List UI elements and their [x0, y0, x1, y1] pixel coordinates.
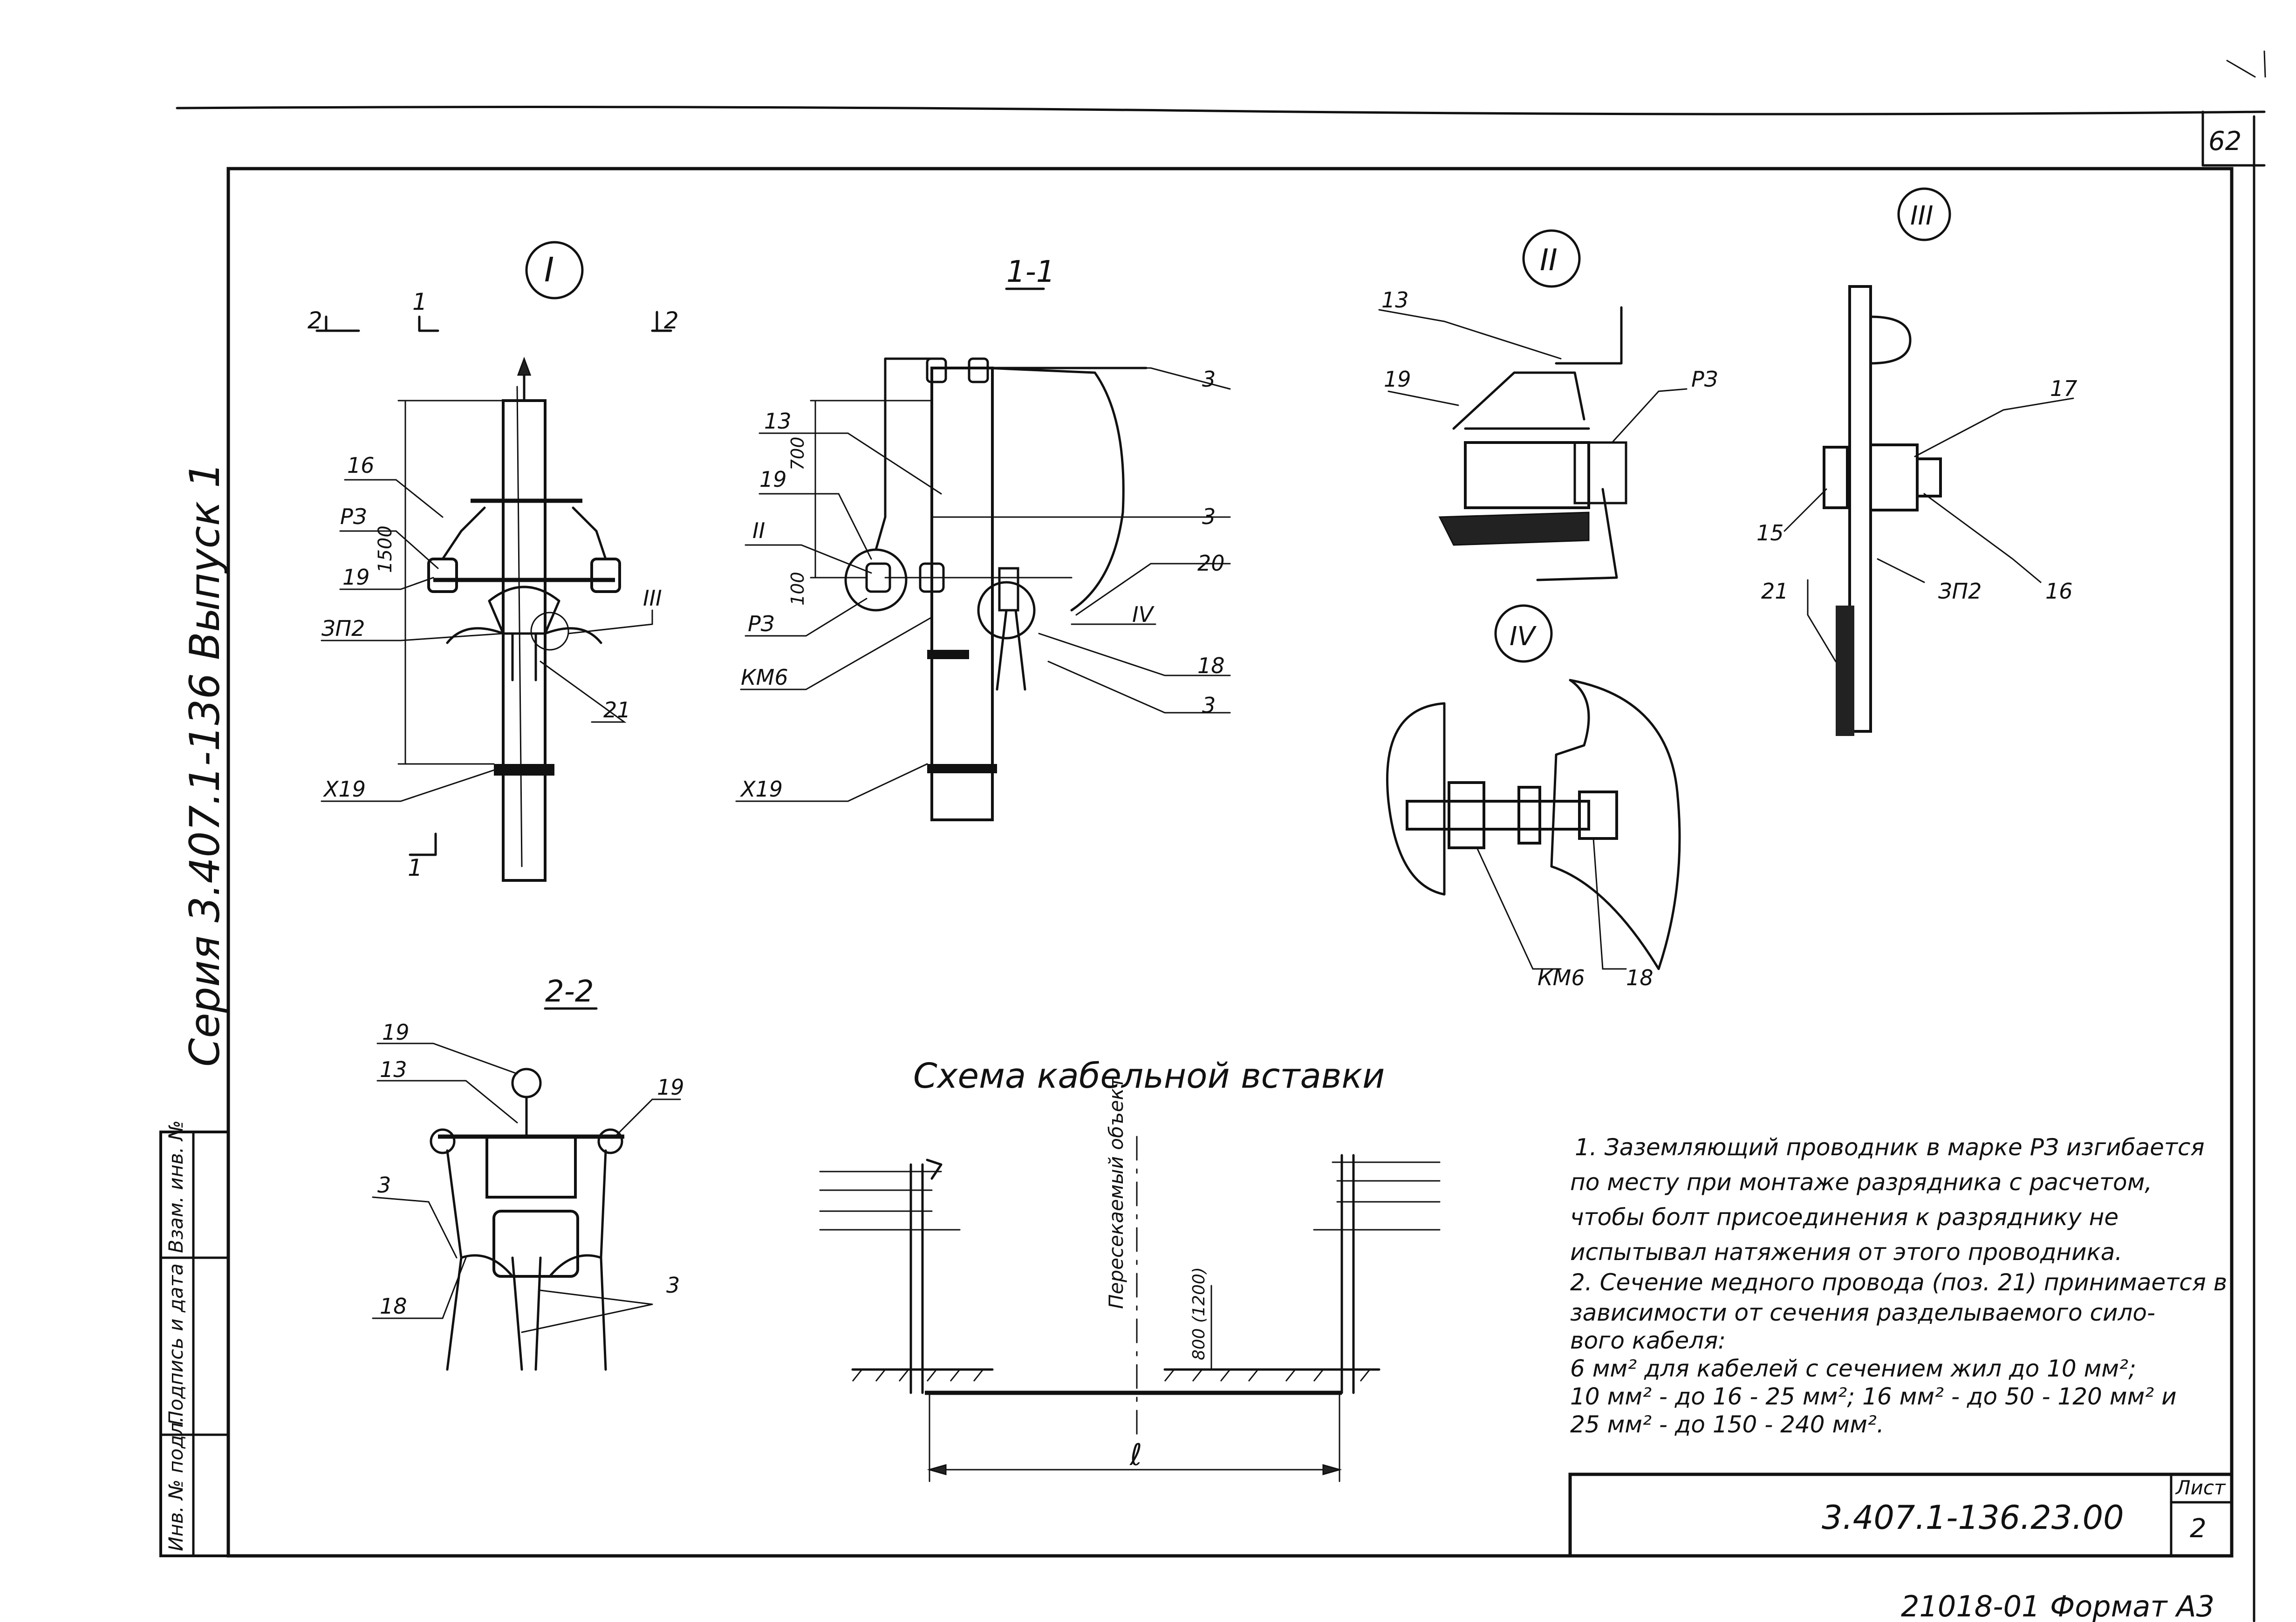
dim-800: 800 (1200): [1189, 1267, 1209, 1360]
dim-700: 700: [787, 436, 808, 470]
section-1-1-label: 1-1: [1006, 255, 1055, 289]
callout-3-c: 3: [1202, 693, 1216, 718]
note-line-5: 2. Сечение медного провода (поз. 21) при…: [1570, 1269, 2227, 1296]
document-code: 3.407.1-136.23.00: [1822, 1499, 2124, 1537]
note-line-1: 1. Заземляющий проводник в марке РЗ изги…: [1575, 1134, 2205, 1161]
sheet-number: 2: [2190, 1513, 2207, 1544]
callout-19-view-II: 19: [1384, 367, 1411, 392]
view-I-label: I: [544, 250, 554, 289]
dim-100: 100: [787, 572, 808, 606]
dim-1500: 1500: [375, 525, 396, 573]
callout-3-section-2-2-left: 3: [377, 1172, 391, 1198]
callout-13-section-1-1: 13: [764, 409, 792, 434]
callout-18-section-1-1: 18: [1197, 653, 1225, 678]
callout-13-section-2-2: 13: [380, 1057, 407, 1082]
callout-16-view-III: 16: [2045, 579, 2073, 604]
note-line-9: 10 мм² - до 16 - 25 мм²; 16 мм² - до 50 …: [1570, 1383, 2177, 1410]
callout-21-view-I: 21: [603, 697, 631, 722]
callout-km6-section-1-1: КМ6: [741, 665, 788, 690]
callout-zp2-view-III: ЗП2: [1938, 579, 1982, 604]
callout-3-a: 3: [1202, 367, 1216, 392]
note-line-3: чтобы болт присоединения к разряднику не: [1570, 1204, 2118, 1231]
cable-insert-scheme: [819, 1136, 1441, 1482]
stamp-replaces-inv: Взам. инв. №: [164, 1120, 187, 1253]
note-line-6: зависимости от сечения разделываемого си…: [1570, 1299, 2155, 1326]
callout-x19-section-1-1: Х19: [740, 777, 783, 802]
callout-rz-view-II: РЗ: [1691, 367, 1718, 392]
callout-19-section-2-2-right: 19: [657, 1075, 684, 1100]
callout-18-section-2-2: 18: [380, 1294, 407, 1319]
view-II-ref: II: [752, 518, 765, 543]
callout-19-view-I: 19: [342, 565, 370, 590]
view-I-drawing: [315, 241, 672, 882]
sheet-frame: [176, 50, 2266, 1622]
callout-x19-view-I: Х19: [323, 777, 366, 802]
section-1-1-drawing: [735, 287, 1231, 821]
callout-zp2-view-I: ЗП2: [321, 616, 365, 641]
note-line-10: 25 мм² - до 150 - 240 мм².: [1570, 1411, 1884, 1438]
callout-20: 20: [1197, 551, 1225, 576]
callout-21-view-III: 21: [1761, 579, 1789, 604]
callout-13-view-II: 13: [1381, 287, 1409, 313]
section-2-2-label: 2-2: [545, 975, 594, 1009]
cut-1-bottom: 1: [408, 854, 423, 881]
footer-code: 21018-01: [1901, 1589, 2040, 1622]
stamp-inv-no: Инв. № подл.: [164, 1416, 187, 1551]
view-III-label: III: [1910, 201, 1934, 231]
callout-3-section-2-2-right: 3: [666, 1273, 680, 1298]
stamp-signature-date: Подпись и дата: [164, 1263, 187, 1425]
title-block: [1568, 1472, 2234, 1558]
cut-2-right: 2: [664, 307, 679, 334]
callout-19-section-2-2-top: 19: [382, 1020, 410, 1045]
note-line-8: 6 мм² для кабелей с сечением жил до 10 м…: [1570, 1355, 2136, 1382]
note-line-2: по месту при монтаже разрядника с расчет…: [1570, 1169, 2152, 1196]
notes-block: 1. Заземляющий проводник в марке РЗ изги…: [1570, 1134, 2227, 1438]
callout-iii-view-I: III: [643, 586, 662, 611]
view-IV-drawing: [1386, 604, 1681, 970]
callout-15: 15: [1756, 520, 1784, 545]
note-line-4: испытывал натяжения от этого проводника.: [1570, 1239, 2122, 1266]
view-II-drawing: [1378, 229, 1688, 581]
sheet-label: Лист: [2175, 1476, 2226, 1499]
callout-3-b: 3: [1202, 504, 1216, 529]
callout-16-view-I: 16: [347, 453, 375, 478]
page-number: 62: [2208, 126, 2241, 157]
callout-km6-view-IV: КМ6: [1538, 965, 1585, 990]
view-III-drawing: [1784, 187, 2074, 736]
view-II-label: II: [1540, 243, 1558, 278]
note-line-7: вого кабеля:: [1570, 1327, 1726, 1354]
cut-2-left: 2: [308, 307, 322, 334]
callout-rz-view-I: РЗ: [340, 504, 367, 529]
footer-format: Формат А3: [2050, 1589, 2214, 1622]
view-IV-label: IV: [1510, 621, 1537, 652]
callout-17: 17: [2050, 376, 2077, 401]
callout-19-section-1-1: 19: [759, 467, 787, 492]
callout-iv-section-1-1: IV: [1132, 602, 1155, 627]
series-label: Серия 3.407.1-136 Выпуск 1: [181, 462, 229, 1067]
callout-rz-section-1-1: РЗ: [748, 611, 774, 636]
dim-length-l: ℓ: [1129, 1438, 1142, 1472]
crossed-object-label: Пересекаемый объект: [1105, 1076, 1128, 1309]
callout-18-view-IV: 18: [1626, 965, 1654, 990]
cut-1-top: 1: [412, 288, 427, 315]
side-stamp: [159, 1131, 230, 1557]
section-2-2-drawing: [372, 1007, 681, 1371]
scheme-title: Схема кабельной вставки: [913, 1056, 1385, 1096]
